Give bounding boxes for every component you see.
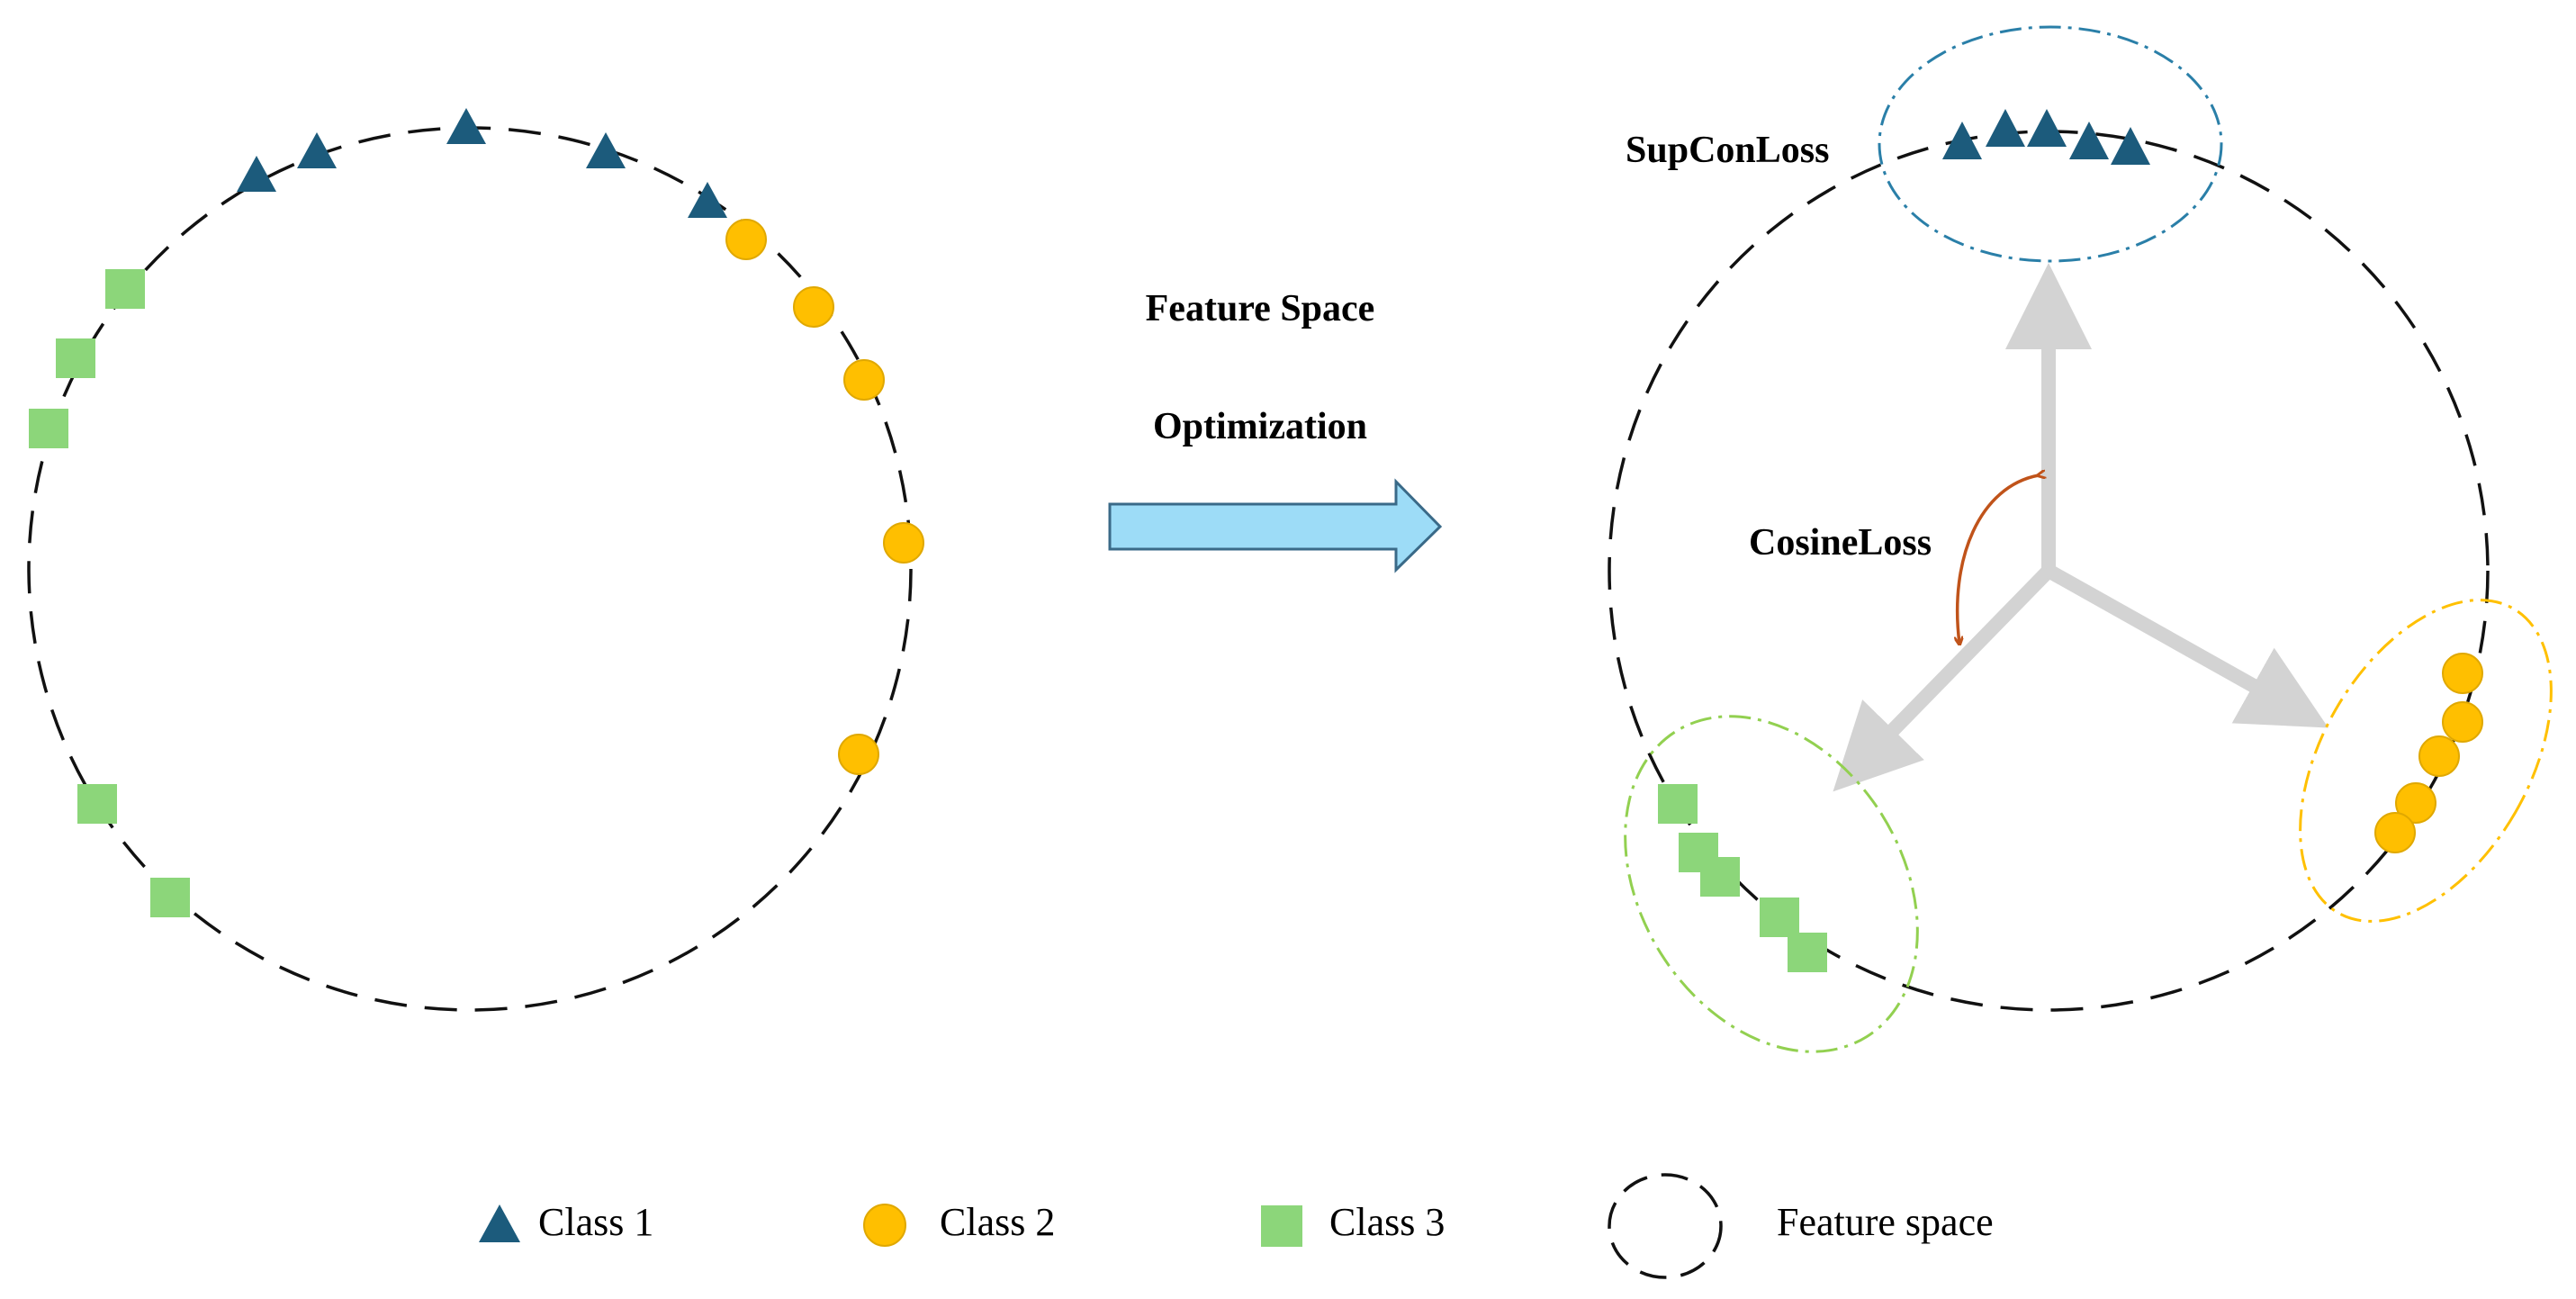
class1-triangle [297,132,337,168]
class2-circle [793,286,834,328]
legend-class2-label: Class 2 [940,1200,1055,1244]
class2-circle [838,734,879,775]
right-feature-space: SupConLoss CosineLoss [1608,25,2553,1053]
legend: Class 1 Class 2 Class 3 Feature space [479,1173,1994,1279]
left-feature-space [27,108,924,1012]
class3-square [105,269,145,309]
optimization-arrow-icon [1108,478,1443,573]
class3-cluster-ellipse [1624,715,1919,1053]
class1-triangle [2027,109,2067,147]
left-class1-markers [237,108,727,218]
cosine-loss-arc [1958,475,2039,644]
right-class2-markers [2374,653,2483,853]
class3-square [1700,857,1740,897]
legend-class1-triangle-icon [479,1204,520,1242]
supcon-loss-label: SupConLoss [1626,130,1829,171]
class1-triangle [446,108,486,144]
caption-line-2: Optimization [1153,406,1367,447]
class2-cluster-ellipse [2299,599,2553,923]
left-class2-markers [725,219,924,775]
class1-triangle [237,156,276,192]
class1-triangle [586,132,626,168]
axis-lower-left [1833,565,2054,792]
left-class3-markers [29,269,190,917]
class2-circle [2374,812,2416,853]
class3-square [1788,933,1827,972]
class2-circle [2442,653,2483,694]
legend-class3-square-icon [1261,1205,1302,1247]
right-class1-markers [1942,109,2150,165]
class1-triangle [688,182,727,218]
legend-class1-label: Class 1 [538,1200,653,1244]
class3-square [56,338,95,378]
class2-circle [725,219,767,260]
class1-triangle [1942,122,1982,159]
class1-cluster-ellipse [1878,25,2223,263]
class2-circle [2395,782,2436,824]
class3-square [1760,898,1799,937]
class2-circle [843,359,885,401]
caption-line-1: Feature Space [1146,288,1375,329]
legend-feature-space-circle-icon [1608,1173,1723,1279]
class2-circle [883,522,924,564]
class2-circle [2442,701,2483,743]
class3-square [77,784,117,824]
class1-triangle [2111,127,2150,165]
legend-class2-circle-icon [863,1204,906,1247]
legend-class3-label: Class 3 [1329,1200,1445,1244]
class2-circle [2418,735,2460,777]
class3-square [1658,784,1698,824]
class3-square [150,878,190,917]
class1-triangle [2069,122,2109,159]
class1-triangle [1986,109,2025,147]
axis-lower-right [2045,564,2328,728]
cosine-loss-label: CosineLoss [1749,522,1932,564]
legend-feature-space-label: Feature space [1777,1200,1994,1244]
center-transition: Feature Space Optimization [1108,288,1443,573]
right-class3-markers [1658,784,1827,972]
class3-square [29,409,68,448]
